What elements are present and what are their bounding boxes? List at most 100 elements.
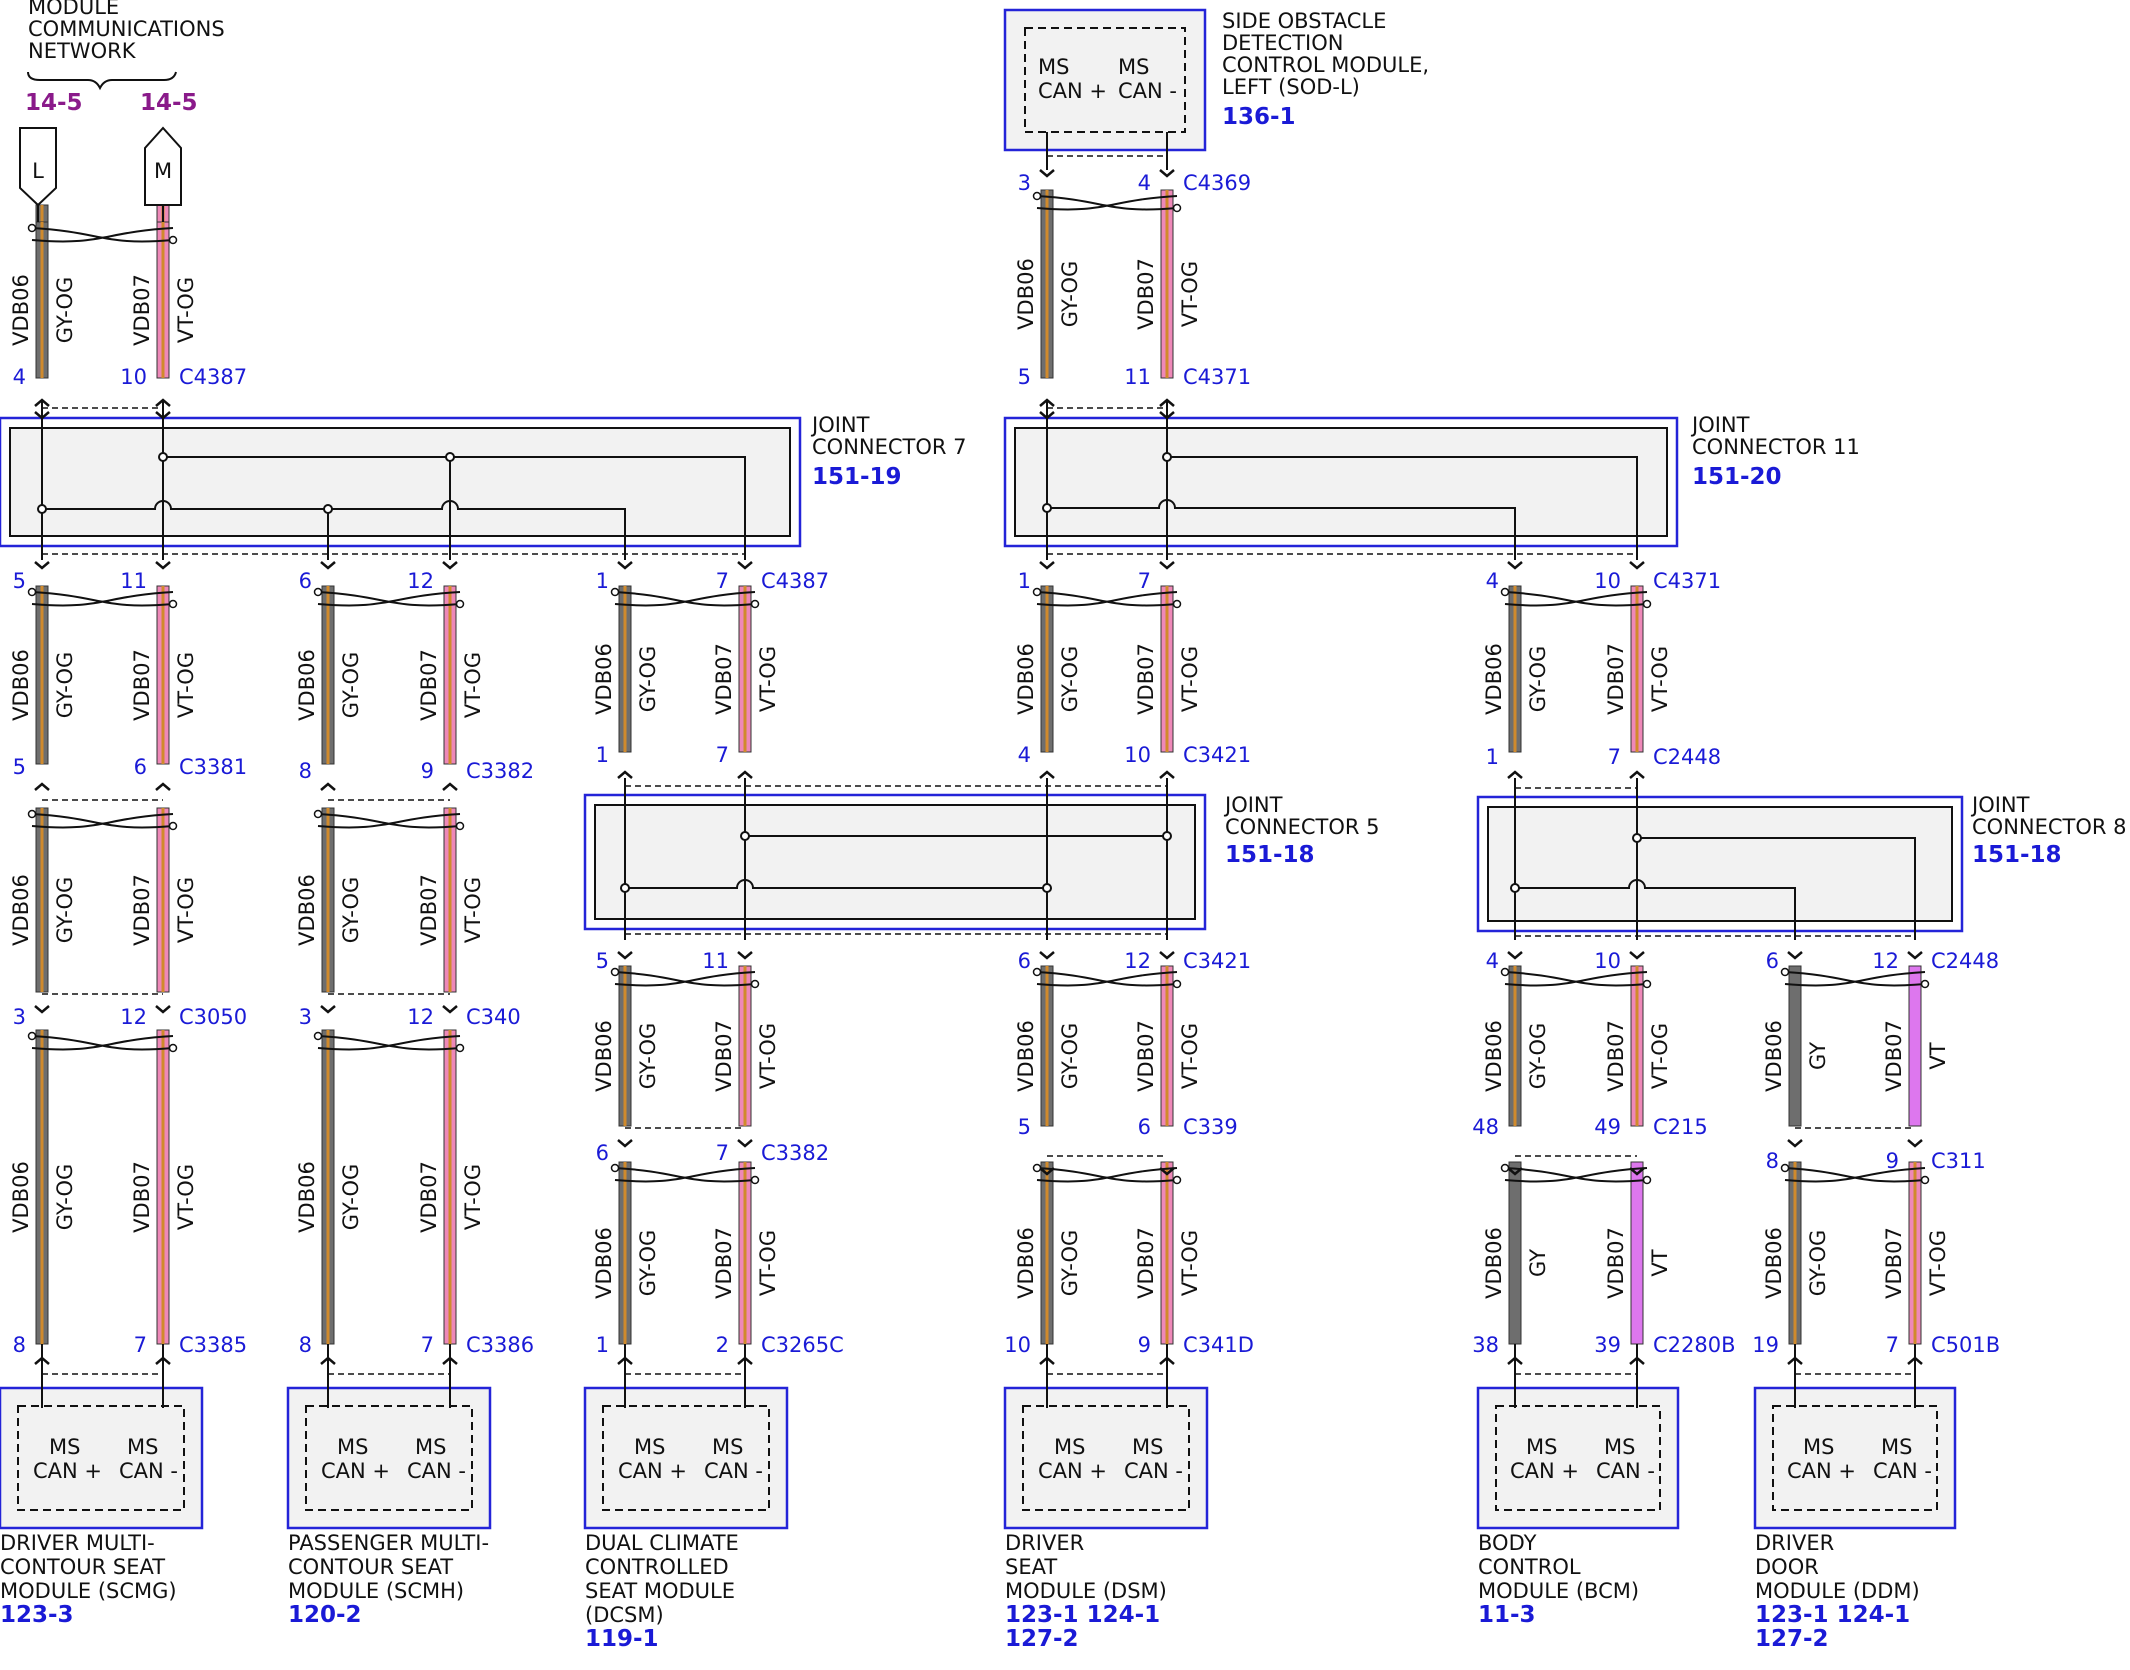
chev (617, 1356, 633, 1365)
conn-c2448-out-id: C2448 (1931, 949, 1999, 973)
harness-scmh-3-color: GY-OG (339, 1164, 363, 1231)
conn-jc11-b-id: C4371 (1653, 569, 1721, 593)
conn-c339-pin: 6 (1138, 1115, 1151, 1139)
conn-c3421-out-id: C3421 (1183, 949, 1251, 973)
sod-label: MS (1118, 55, 1149, 79)
joint-connector-7-inner (9, 427, 791, 537)
harness-network-color: GY-OG (53, 277, 77, 344)
jc11-splice (1162, 452, 1172, 462)
harness-scmg-1-circuit: VDB06 (9, 649, 33, 721)
harness-dsm-2-can-plus-stripe (1045, 966, 1049, 1126)
harness-sod-twist (1036, 195, 1178, 211)
module-ref: 119-1 (585, 1626, 659, 1652)
harness-dsm-2-circuit: VDB06 (1014, 1020, 1038, 1092)
harness-dcsm-1-can-minus-stripe (743, 586, 747, 752)
conn-jc11-b-pin: 10 (1594, 569, 1621, 593)
module-box-1-inner (305, 1405, 473, 1511)
harness-ddm-1-color: VT (1926, 1042, 1950, 1069)
jc5-splice (1042, 883, 1052, 893)
harness-sod-can-minus-stripe (1165, 190, 1169, 378)
module-name: CONTOUR SEAT (288, 1555, 453, 1579)
chev (1507, 1356, 1523, 1365)
conn-jc7-c-pin: 1 (596, 569, 609, 593)
harness-scmh-2-twist (317, 813, 461, 829)
module-name: MODULE (SCMG) (0, 1579, 177, 1603)
harness-dsm-3-twist-end (1032, 1163, 1042, 1173)
harness-scmg-2-circuit: VDB06 (9, 874, 33, 946)
sod-module-ref: 136-1 (1222, 104, 1296, 130)
module-box-2-inner (602, 1405, 770, 1511)
jc5-name: JOINT (1223, 793, 1283, 817)
harness-dcsm-2-circuit: VDB07 (712, 1020, 736, 1092)
harness-scmg-3-can-minus-stripe (161, 1030, 165, 1344)
module-box-3-label: MS (1054, 1435, 1085, 1459)
harness-ddm-2-twist-end (1920, 1175, 1930, 1185)
wires (35, 189, 1922, 1345)
harness-network-can-plus-stripe (40, 222, 44, 378)
harness-sod-twist-end (1172, 203, 1182, 213)
chev (1507, 561, 1523, 570)
harness-ddm-1-can-minus (1908, 965, 1922, 1127)
harness-dcsm-3-can-minus-stripe (743, 1162, 747, 1344)
chev (34, 1356, 50, 1365)
conn-c2448-in-pin: 1 (1486, 745, 1499, 769)
conn-c3381-pin: 6 (134, 755, 147, 779)
chev (617, 951, 633, 960)
harness-bcm-2-twist-end (1642, 1175, 1652, 1185)
module-name: CONTOUR SEAT (0, 1555, 165, 1579)
harness-network-twist-end (27, 223, 37, 233)
sod-label: CAN + (1038, 79, 1107, 103)
conn-c311-pin: 9 (1886, 1149, 1899, 1173)
module-name: DRIVER (1755, 1531, 1834, 1555)
conn-c501b-pin: 19 (1752, 1333, 1779, 1357)
harness-bcm-2-circuit: VDB06 (1482, 1227, 1506, 1299)
conn-c3381-id: C3381 (179, 755, 247, 779)
harness-ddm-1-circuit: VDB07 (1882, 1020, 1906, 1092)
harness-scmh-1-can-plus-stripe (326, 586, 330, 764)
harness-dcsm-3-twist (614, 1167, 756, 1183)
module-name: DRIVER (1005, 1531, 1084, 1555)
module-box-4-label: MS (1604, 1435, 1635, 1459)
harness-ddm-1-circuit: VDB06 (1762, 1020, 1786, 1092)
module-box-2-label: CAN + (618, 1459, 687, 1483)
network-ref: 14-5 (25, 90, 83, 116)
module-box-3-label: CAN - (1124, 1459, 1183, 1483)
harness-scmg-3-twist-end (168, 1043, 178, 1053)
conn-jc5-out-pin: 11 (702, 949, 729, 973)
conn-jc7-a-pin: 11 (120, 569, 147, 593)
harness-scmh-2-circuit: VDB07 (417, 874, 441, 946)
harness-bcm-1-twist-end (1500, 967, 1510, 977)
module-box-3-label: CAN + (1038, 1459, 1107, 1483)
harness-sod-color: GY-OG (1058, 261, 1082, 328)
conn-jc11-a-pin: 7 (1138, 569, 1151, 593)
harness-dsm-3-can-minus-stripe (1165, 1162, 1169, 1344)
sod-module-name: CONTROL MODULE, (1222, 53, 1429, 77)
harness-scmh-1-circuit: VDB06 (295, 649, 319, 721)
conn-c4371-top-id: C4371 (1183, 365, 1251, 389)
harness-jc8-1-circuit: VDB06 (1482, 643, 1506, 715)
harness-sod-color: VT-OG (1178, 261, 1202, 327)
harness-scmg-1-twist-end (27, 587, 37, 597)
network-title: COMMUNICATIONS (28, 17, 225, 41)
jc8-bus-minus (1637, 837, 1916, 940)
network-connector-m-label: M (154, 159, 172, 183)
harness-bcm-2-can-plus (1508, 1161, 1522, 1345)
module-box-3-inner (1022, 1405, 1190, 1511)
conn-c340-pin: 12 (407, 1005, 434, 1029)
chev (1039, 1356, 1055, 1365)
harness-bcm-2-color: GY (1526, 1249, 1550, 1277)
conn-c501b-pin: 7 (1886, 1333, 1899, 1357)
conn-jc7-b-pin: 6 (299, 569, 312, 593)
conn-c3265c-pin: 2 (716, 1333, 729, 1357)
conn-jc7-a-pin: 5 (13, 569, 26, 593)
conn-c3386-pin: 7 (421, 1333, 434, 1357)
conn-c4387-top-id: C4387 (179, 365, 247, 389)
harness-dsm-3-color: VT-OG (1178, 1230, 1202, 1296)
chev (34, 1005, 50, 1014)
chev (1159, 770, 1175, 779)
harness-jc8-1-color: VT-OG (1648, 646, 1672, 712)
conn-c4387-top-pin: 4 (13, 365, 26, 389)
harness-dsm-1-circuit: VDB06 (1014, 643, 1038, 715)
chev (320, 1356, 336, 1365)
conn-c215-pin: 48 (1472, 1115, 1499, 1139)
